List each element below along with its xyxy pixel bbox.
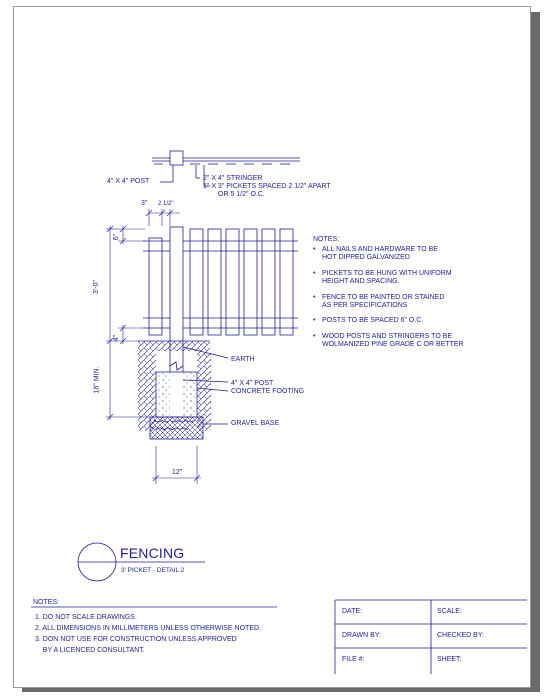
note-5-line1: WOOD POSTS AND STRINGERS TO BE [322, 333, 453, 340]
title-symbol [77, 542, 205, 582]
title-block-grid [334, 599, 527, 674]
label-stringer: 2" X 4" STRINGER [203, 175, 263, 182]
label-pickets-2: OR 5 1/2" O.C. [218, 191, 265, 198]
earth-hatch-top [138, 341, 210, 351]
label-post-top: 4" X 4" POST [107, 178, 150, 185]
fence-elevation [138, 226, 298, 440]
pickets [148, 228, 294, 336]
dim-18-min: 18" MIN. [93, 366, 101, 394]
general-note-3: 3. DON NOT USE FOR CONSTRUCTION UNLESS A… [35, 636, 237, 643]
drawing-sheet [13, 6, 531, 688]
note-2-line1: PICKETS TO BE HUNG WITH UNIFORM [322, 270, 452, 277]
label-concrete: CONCRETE FOOTING [231, 388, 305, 395]
label-post-bottom: 4" X 4" POST [231, 380, 274, 387]
note-bullet: • [313, 333, 316, 340]
title-block-file: FILE #: [342, 656, 365, 663]
general-notes-heading: NOTES: [33, 599, 60, 606]
earth-hatch-right [197, 351, 211, 431]
title-block-scale: SCALE: [437, 608, 462, 615]
note-1-line1: ALL NAILS AND HARDWARE TO BE [322, 246, 438, 253]
title-block-drawn-by: DRAWN BY: [342, 632, 382, 639]
note-3-line1: FENCE TO BE PAINTED OR STAINED [322, 294, 445, 301]
note-bullet: • [313, 317, 316, 324]
post-plan [169, 150, 184, 166]
plan-view [152, 150, 300, 187]
dim-3ft: 3'-0" [92, 280, 100, 294]
stringers [143, 240, 298, 329]
title-block-sheet: SHEET: [437, 656, 462, 663]
note-4-line1: POSTS TO BE SPACED 6" O.C. [322, 317, 424, 324]
general-note-1: 1. DO NOT SCALE DRAWINGS. [35, 614, 137, 621]
label-pickets-1: 1" X 3" PICKETS SPACED 2 1/2" APART [203, 183, 331, 190]
drawing-title: FENCING [120, 545, 185, 561]
dim-6in: 6" [113, 233, 121, 241]
notes-heading: NOTES: [313, 236, 340, 243]
label-gravel: GRAVEL BASE [231, 420, 280, 427]
note-bullet: • [313, 270, 316, 277]
note-bullet: • [313, 246, 316, 253]
dim-2-1-2: 2 1/2" [158, 201, 174, 207]
label-earth: EARTH [231, 356, 255, 363]
general-note-4: BY A LICENCED CONSULTANT. [35, 647, 145, 654]
dim-4in: 4" [113, 334, 121, 342]
note-bullet: • [313, 294, 316, 301]
title-block-date: DATE: [342, 608, 363, 615]
note-5-line2: WOLMANIZED PINE GRADE C OR BETTER [322, 341, 464, 348]
note-3-line2: AS PER SPECIFICATIONS [322, 302, 408, 309]
general-note-2: 2. ALL DIMENSIONS IN MILLIMETERS UNLESS … [35, 625, 261, 632]
dim-12in: 12" [172, 469, 183, 476]
drawing-subtitle: 3' PICKET - DETAIL 2 [121, 567, 185, 574]
note-1-line2: HOT DIPPED GALVANIZED [322, 254, 410, 261]
earth-hatch-left [138, 351, 156, 431]
dimension-lines [106, 209, 201, 484]
title-block-checked-by: CHECKED BY: [437, 632, 485, 639]
dim-3in: 3" [141, 200, 148, 207]
note-2-line2: HEIGHT AND SPACING. [322, 278, 400, 285]
